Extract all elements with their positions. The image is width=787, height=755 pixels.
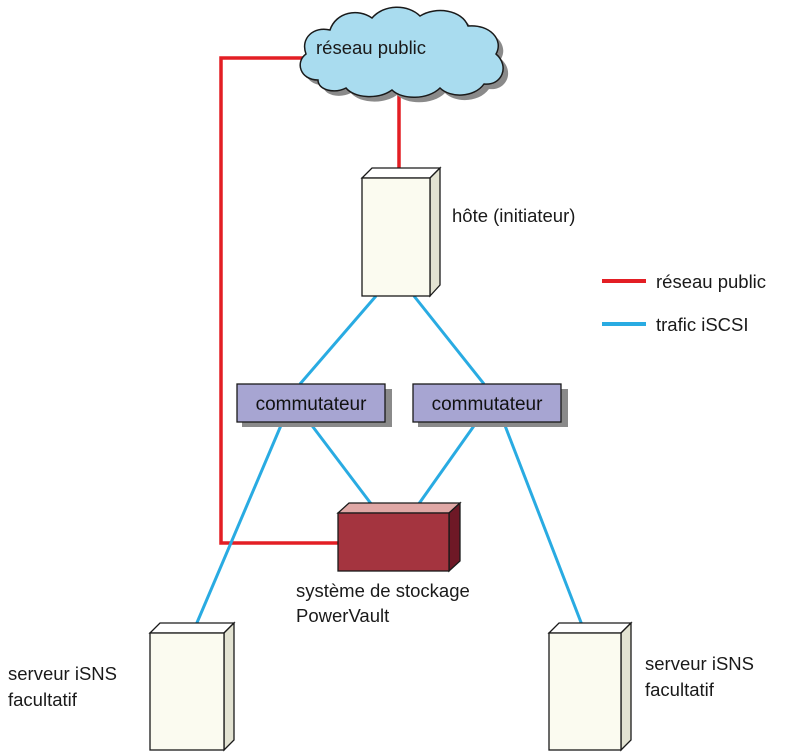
isns-right-side	[620, 621, 632, 752]
public-network-cloud: réseau public	[299, 6, 509, 103]
storage-side	[448, 501, 461, 573]
host-top	[360, 167, 442, 179]
iscsi-lines	[194, 295, 584, 626]
switch-right-label: commutateur	[432, 394, 544, 415]
storage-system: système de stockage PowerVault	[296, 501, 470, 626]
isns-left-label-line1: serveur iSNS	[8, 663, 117, 684]
iscsi-switch-right-to-isns-right	[502, 422, 584, 626]
isns-right-front	[548, 632, 622, 751]
switch-left: commutateur	[236, 383, 392, 427]
switch-left-label: commutateur	[256, 394, 368, 415]
isns-left-side	[223, 621, 235, 752]
isns-right-label-line1: serveur iSNS	[645, 653, 754, 674]
storage-label-line2: PowerVault	[296, 605, 389, 626]
isns-server-left: serveur iSNS facultatif	[8, 621, 236, 752]
storage-top	[336, 502, 462, 514]
host-front	[361, 177, 431, 297]
isns-right-top	[547, 622, 633, 634]
iscsi-switch-left-to-isns-left	[194, 422, 284, 626]
isns-left-top	[148, 622, 236, 634]
cloud-label: réseau public	[316, 37, 426, 58]
cloud-shape	[299, 6, 504, 98]
legend-label-public-network: réseau public	[656, 271, 766, 292]
host-label: hôte (initiateur)	[452, 205, 575, 226]
public-line-cloud-to-storage	[219, 56, 338, 545]
legend: réseau public trafic iSCSI	[602, 271, 766, 335]
storage-label-line1: système de stockage	[296, 580, 470, 601]
iscsi-switch-left-to-storage	[308, 422, 374, 506]
isns-right-label-line2: facultatif	[645, 679, 715, 700]
storage-front	[337, 512, 450, 572]
switch-left-box	[236, 383, 386, 423]
legend-label-iscsi-traffic: trafic iSCSI	[656, 314, 749, 335]
host-server: hôte (initiateur)	[360, 166, 575, 298]
isns-left-label-line2: facultatif	[8, 689, 78, 710]
isns-server-right: serveur iSNS facultatif	[547, 621, 754, 752]
iscsi-switch-right-to-storage	[416, 422, 478, 506]
switch-right-box	[412, 383, 562, 423]
public-network-lines	[219, 56, 401, 545]
iscsi-host-to-switch-left	[298, 295, 378, 385]
isns-left-front	[149, 632, 225, 751]
host-side	[429, 166, 441, 298]
iscsi-host-to-switch-right	[412, 295, 486, 385]
switch-right: commutateur	[412, 383, 568, 427]
